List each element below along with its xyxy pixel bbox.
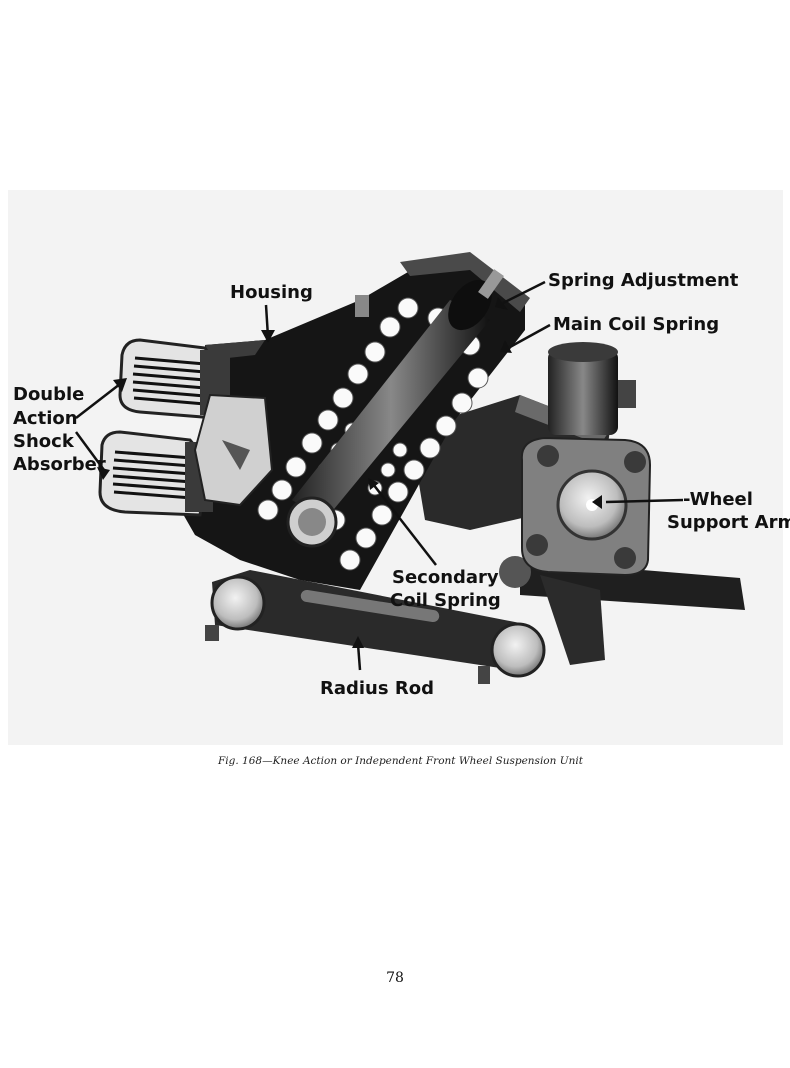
label-double: Double (13, 384, 84, 405)
page-number: 78 (386, 970, 404, 986)
label-action: Action (13, 408, 78, 429)
radius-rod (205, 570, 546, 684)
figure-caption: Fig. 168—Knee Action or Independent Fron… (218, 755, 583, 767)
label-radius-rod: Radius Rod (320, 678, 434, 699)
label-spring-adjustment: Spring Adjustment (548, 270, 739, 291)
arrow-heads (97, 297, 602, 648)
wheel-support-arm-plate (520, 436, 652, 577)
label-support-arm: Support Arm (667, 512, 790, 533)
kingpin-cylinder (548, 342, 636, 435)
label-shock: Shock (13, 431, 75, 452)
suspension-unit-illustration: Housing Spring Adjustment Main Coil Spri… (8, 190, 790, 745)
label-absorber: Absorber (13, 454, 106, 475)
label-wheel: -Wheel (683, 489, 753, 510)
label-housing: Housing (230, 282, 313, 303)
spring-adjustment-cap (355, 269, 504, 317)
label-coil-spring: Coil Spring (390, 590, 501, 611)
shock-lever (193, 393, 274, 507)
label-main-coil-spring: Main Coil Spring (553, 314, 719, 335)
coil-spring-sections (257, 297, 489, 571)
leader-lines (74, 280, 684, 671)
label-secondary: Secondary (392, 567, 499, 588)
